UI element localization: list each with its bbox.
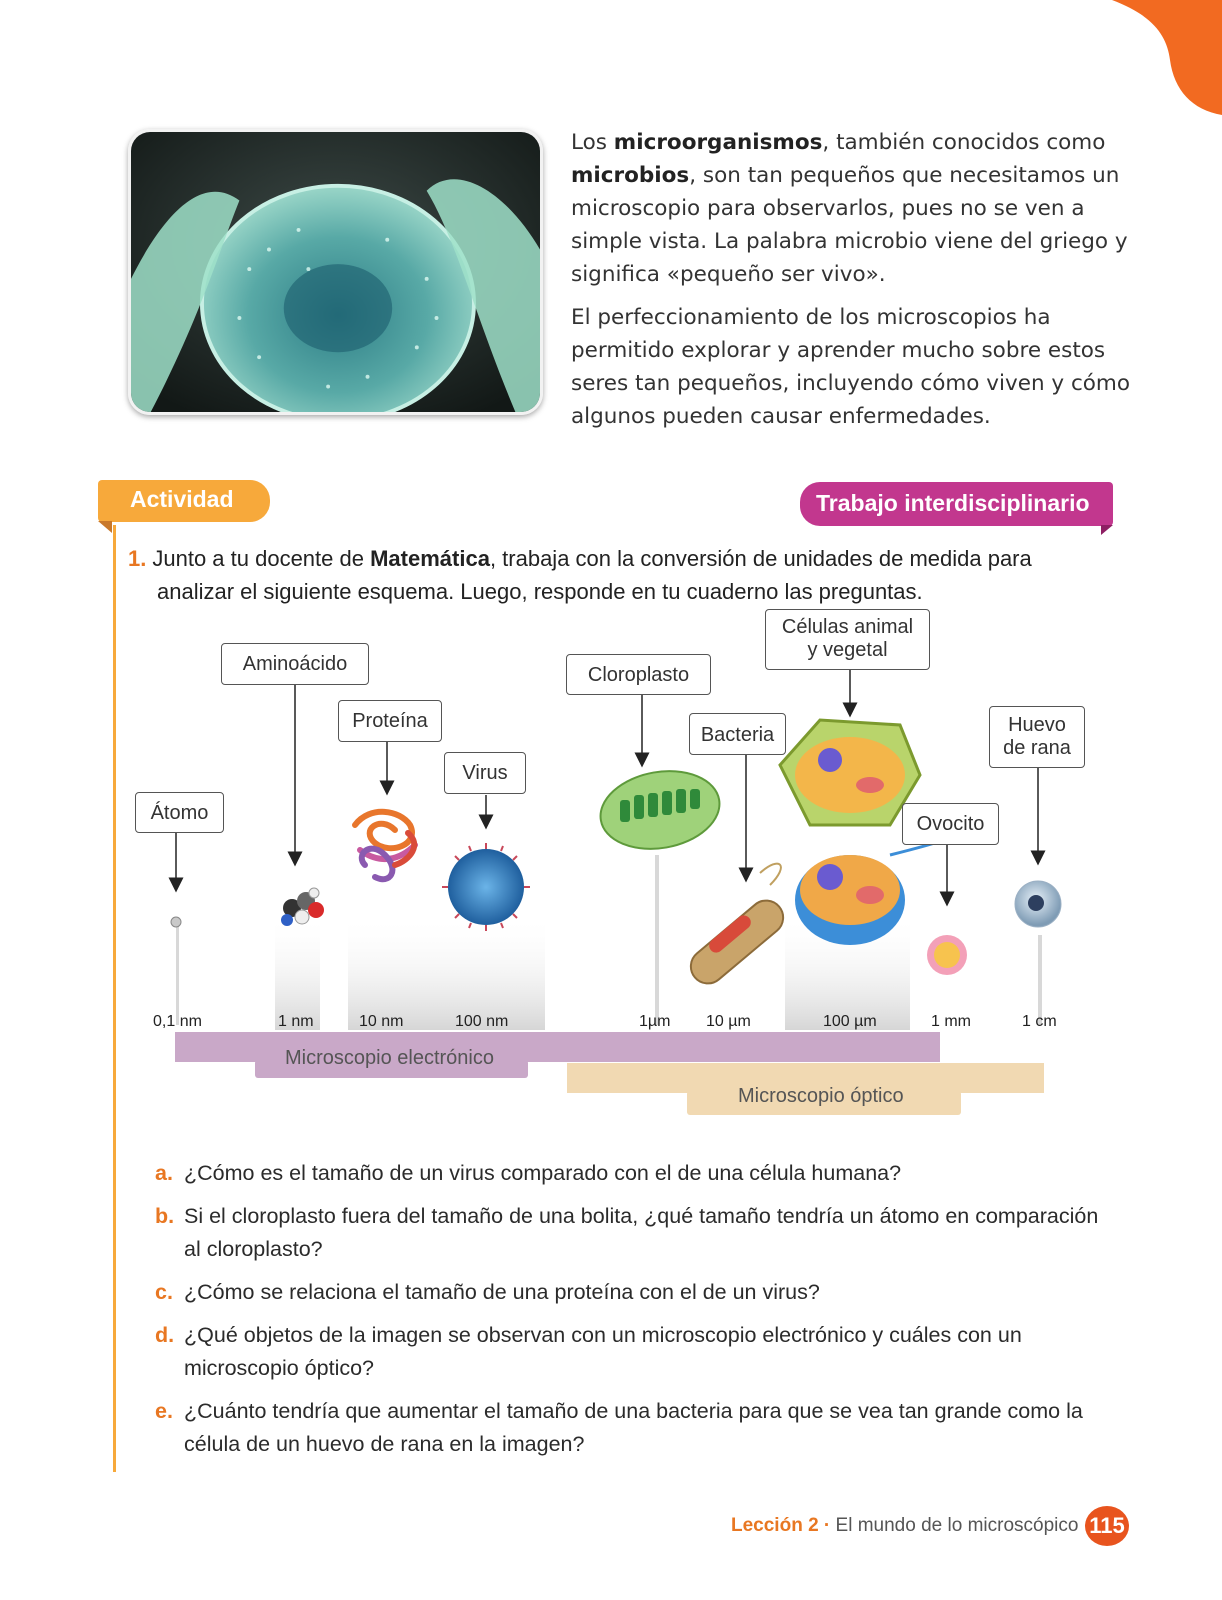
animal-cell-illustration (795, 819, 982, 945)
size-scale-diagram: 0,1 nm 1 nm 10 nm 100 nm 1µm 10 µm 100 µ… (130, 609, 1110, 1135)
column-protein (348, 915, 420, 1030)
scale-tick: 0,1 nm (153, 1013, 202, 1030)
chloroplast-illustration (599, 770, 721, 850)
optical-label-bar (687, 1091, 961, 1115)
label-atom: Átomo (135, 792, 224, 833)
lesson-label: Lección 2 (731, 1515, 819, 1536)
interdisciplinary-badge-fold (1101, 525, 1113, 535)
column-aminoacid (275, 915, 320, 1030)
activity-tab-fold (98, 521, 112, 533)
label-chloroplast: Cloroplasto (566, 654, 711, 695)
page-footer: Lección 2 · El mundo de lo microscópico (731, 1515, 1079, 1536)
petri-dish-photo (128, 129, 543, 415)
question-list: a.¿Cómo es el tamaño de un virus compara… (155, 1157, 1105, 1471)
aminoacid-illustration (281, 887, 324, 926)
corner-decoration (1112, 0, 1222, 115)
optical-range-bar (567, 1063, 1044, 1093)
electron-microscope-label: Microscopio electrónico (285, 1047, 494, 1069)
activity-number: 1. (128, 546, 147, 571)
optical-microscope-label: Microscopio óptico (738, 1085, 904, 1107)
electron-label-bar (255, 1060, 528, 1078)
intro-text: Los microorganismos, también conocidos c… (571, 126, 1131, 443)
label-aminoacid: Aminoácido (221, 643, 369, 685)
intro-paragraph-2: El perfeccionamiento de los microscopios… (571, 305, 1131, 429)
question-item: b.Si el cloroplasto fuera del tamaño de … (155, 1204, 1099, 1261)
intro-paragraph-1: Los microorganismos, también conocidos c… (571, 130, 1128, 287)
label-bacteria: Bacteria (689, 713, 786, 755)
column-virus (420, 915, 545, 1030)
atom-illustration (170, 916, 182, 928)
label-oocyte: Ovocito (902, 803, 999, 845)
lesson-title: El mundo de lo microscópico (835, 1515, 1079, 1536)
page-number: 115 (1085, 1506, 1129, 1546)
plant-cell-illustration (778, 718, 922, 827)
interdisciplinary-badge: Trabajo interdisciplinario (800, 482, 1113, 526)
column-chloroplast (655, 855, 659, 1025)
electron-range-bar (175, 1032, 940, 1062)
column-atom (176, 925, 179, 1025)
scale-tick: 1 nm (278, 1013, 314, 1030)
oocyte-illustration (927, 935, 967, 975)
scale-tick: 1µm (639, 1013, 670, 1030)
protein-illustration (352, 808, 418, 883)
scale-tick: 1 mm (931, 1013, 971, 1030)
scale-tick: 100 nm (455, 1013, 508, 1030)
scale-tick: 10 µm (706, 1013, 751, 1030)
activity-side-rule (113, 525, 116, 1472)
scale-tick: 1 cm (1022, 1013, 1057, 1030)
activity-instruction: 1.Junto a tu docente de Matemática, trab… (128, 546, 1032, 604)
frog-egg-illustration (1014, 880, 1062, 928)
question-item: c.¿Cómo se relaciona el tamaño de una pr… (155, 1280, 820, 1304)
scale-tick: 100 µm (823, 1013, 877, 1030)
label-protein: Proteína (338, 700, 442, 742)
column-egg (1038, 935, 1042, 1025)
activity-tab: Actividad (98, 480, 270, 522)
scale-tick: 10 nm (359, 1013, 403, 1030)
question-item: d.¿Qué objetos de la imagen se observan … (155, 1323, 1022, 1380)
question-item: a.¿Cómo es el tamaño de un virus compara… (155, 1161, 902, 1185)
bacteria-illustration (689, 862, 785, 985)
virus-illustration (442, 843, 530, 931)
question-item: e.¿Cuánto tendría que aumentar el tamaño… (155, 1399, 1083, 1456)
label-virus: Virus (444, 752, 526, 794)
